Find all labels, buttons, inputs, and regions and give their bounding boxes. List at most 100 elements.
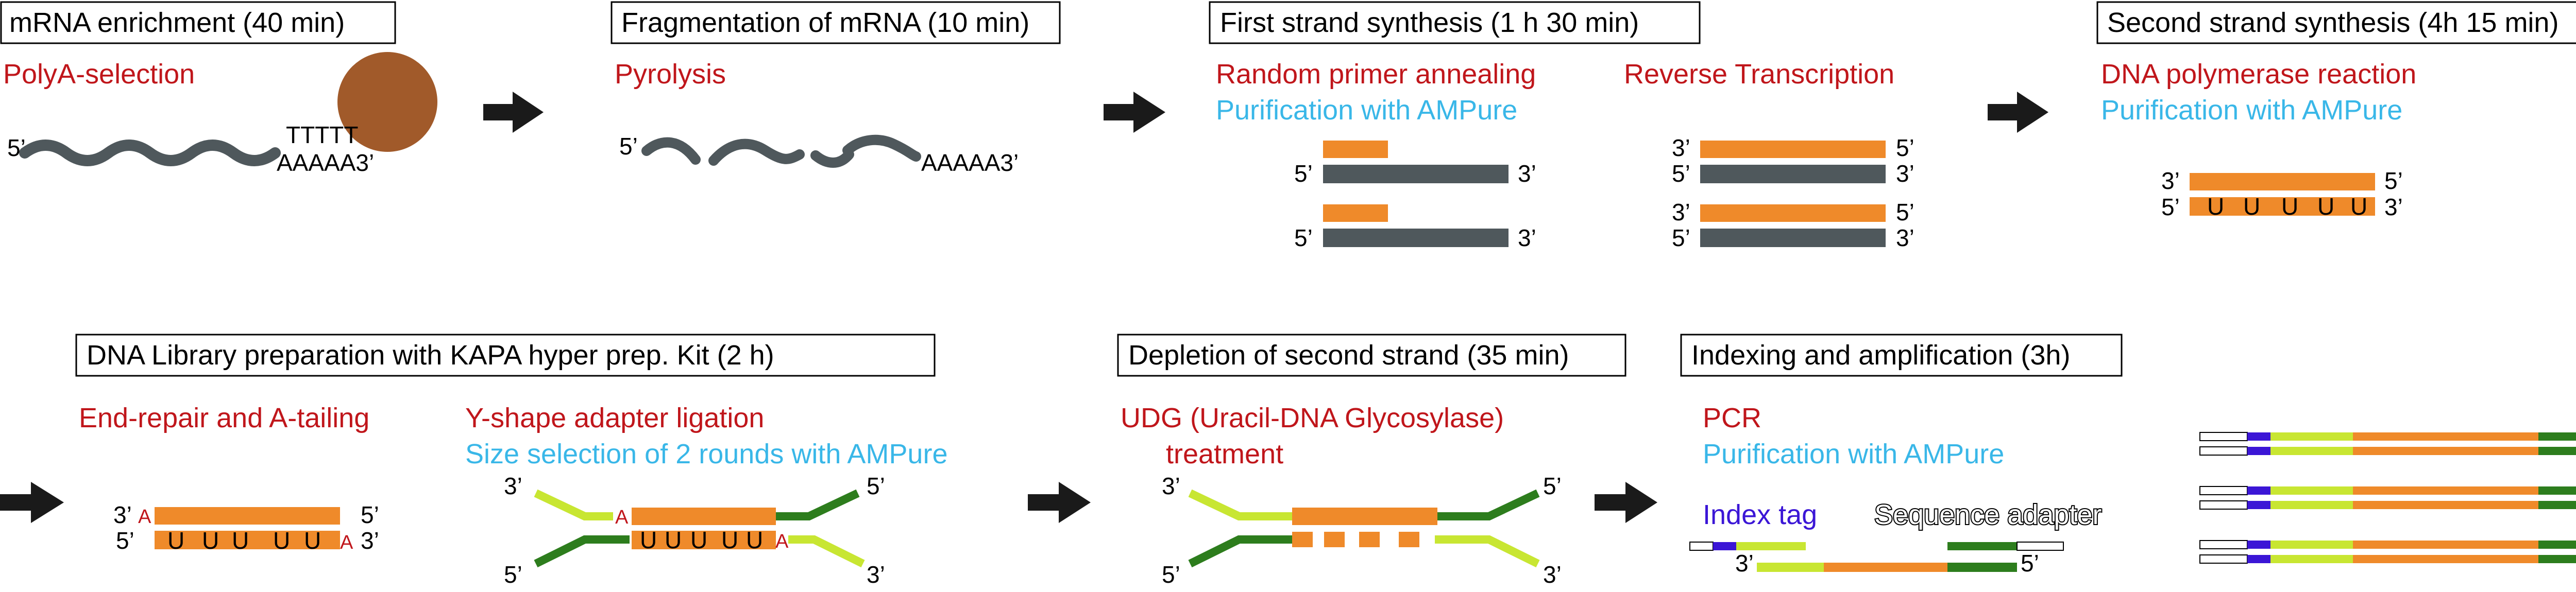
a-tail-label: A: [340, 532, 353, 553]
adapter-right-top: [1436, 489, 1540, 520]
cdna-first-strand: [155, 507, 340, 525]
arrow-step2-to-step3: [1104, 92, 1165, 133]
adapter-left-top: [534, 489, 613, 520]
uracil-marker: U: [202, 527, 219, 554]
step2-method-label: Pyrolysis: [615, 59, 726, 90]
step3-primer-label: Random primer annealing: [1216, 59, 1536, 90]
degraded-strand-fragment: [1359, 532, 1380, 547]
step-first-strand-synthesis: First strand synthesis (1 h 30 min) Rand…: [1209, 1, 1914, 251]
arrow-step6-to-step7: [1595, 482, 1657, 523]
three-prime-label: 3’: [1896, 224, 1914, 251]
a-overhang-label: A: [615, 507, 629, 528]
step5-size-selection-label: Size selection of 2 rounds with AMPure: [465, 439, 947, 469]
polyT-label: TTTTT: [286, 121, 359, 148]
adapter-right-bottom: [1435, 535, 1540, 568]
index-tag: [2247, 432, 2270, 441]
three-prime-label: 3’: [2384, 194, 2403, 220]
three-prime-label: 3’: [2161, 167, 2180, 194]
uracil-marker: U: [304, 527, 321, 554]
index-tag: [2247, 447, 2270, 455]
three-prime-label: 3’: [1735, 550, 1754, 577]
three-prime-label: 3’: [113, 501, 132, 528]
degraded-strand-fragment: [1399, 532, 1419, 547]
adapter-tail: [2199, 486, 2248, 495]
insert-segment: [2353, 432, 2538, 441]
uracil-marker: U: [665, 527, 682, 553]
degraded-strand-fragment: [1324, 532, 1345, 547]
three-prime-label: 3’: [361, 527, 379, 554]
step1-5prime-label: 5’: [7, 134, 26, 161]
index-tag: [2247, 486, 2270, 495]
primer-tail: [1689, 542, 1714, 551]
a-overhang-label: A: [775, 531, 789, 552]
three-prime-label: 3’: [1543, 561, 1562, 588]
insert-bottom-strand: [632, 531, 776, 549]
step7-title-box: [1680, 334, 2123, 377]
random-primer: [1323, 204, 1388, 222]
lime-segment: [2270, 501, 2353, 509]
rna-fragment: [810, 149, 854, 168]
arrow-step5-to-step6: [1028, 482, 1091, 523]
insert-top-strand: [632, 508, 776, 525]
five-prime-label: 5’: [1162, 561, 1180, 588]
polyA-label: AAAAA3’: [277, 149, 374, 176]
insert-segment: [2353, 541, 2538, 549]
five-prime-label: 5’: [2384, 167, 2403, 194]
adapter-tail: [2199, 554, 2248, 564]
uracil-marker: U: [746, 527, 763, 553]
step-mrna-enrichment: mRNA enrichment (40 min) PolyA-selection…: [0, 1, 437, 176]
uracil-marker: U: [2350, 193, 2367, 220]
mrna-wave: [19, 140, 281, 166]
uracil-marker: U: [721, 527, 738, 553]
adapter-tail: [2199, 432, 2248, 441]
index-tag: [2247, 501, 2270, 509]
step4-title: Second strand synthesis (4h 15 min): [2107, 7, 2558, 38]
index-tag: [2247, 555, 2270, 563]
three-prime-label: 3’: [1672, 199, 1690, 225]
template-green: [1947, 563, 2017, 572]
step4-title-box: [2096, 1, 2576, 44]
five-prime-label: 5’: [2021, 550, 2039, 577]
green-segment: [2538, 447, 2576, 455]
template-tail: [2016, 542, 2064, 551]
mrna-template: [1700, 229, 1886, 247]
step5-title-box: [75, 334, 936, 377]
a-tail-label: A: [138, 506, 151, 528]
insert-segment: [2353, 501, 2538, 509]
step3-purification-label: Purification with AMPure: [1216, 95, 1517, 126]
green-segment: [2538, 501, 2576, 509]
step7-title: Indexing and amplification (3h): [1691, 340, 2070, 371]
step6-title: Depletion of second strand (35 min): [1128, 340, 1569, 371]
five-prime-label: 5’: [2161, 194, 2180, 220]
uracil-marker: U: [2243, 193, 2260, 220]
mrna-template: [1700, 165, 1886, 183]
rna-fragment: [641, 137, 701, 165]
index-tag: [1713, 542, 1736, 550]
five-prime-label: 5’: [1543, 473, 1562, 499]
five-prime-label: 5’: [504, 561, 522, 588]
step5-end-repair-label: End-repair and A-tailing: [79, 403, 369, 433]
magnetic-bead: [337, 52, 437, 152]
step2-title: Fragmentation of mRNA (10 min): [621, 7, 1029, 38]
adapter-right-top: [773, 489, 860, 520]
cdna-first-strand: [1700, 141, 1886, 158]
green-segment: [2538, 486, 2576, 495]
lime-segment: [2270, 555, 2353, 563]
five-prime-label: 5’: [1294, 224, 1313, 251]
three-prime-label: 3’: [504, 473, 522, 499]
uracil-marker: U: [232, 527, 249, 554]
cdna-second-strand: [155, 531, 340, 549]
random-primer: [1323, 141, 1388, 158]
step6-title-box: [1117, 334, 1626, 377]
step7-pcr-label: PCR: [1703, 403, 1761, 433]
uracil-marker: U: [690, 527, 707, 553]
arrow-step1-to-step2: [483, 92, 544, 133]
step6-udg-label: UDG (Uracil-DNA Glycosylase): [1121, 403, 1504, 433]
cdna-first-strand: [2190, 173, 2375, 190]
final-library-molecules: [2199, 432, 2576, 564]
insert-segment: [2353, 555, 2538, 563]
uracil-marker: U: [2317, 193, 2334, 220]
lime-segment: [2270, 432, 2353, 441]
three-prime-label: 3’: [1162, 473, 1180, 499]
